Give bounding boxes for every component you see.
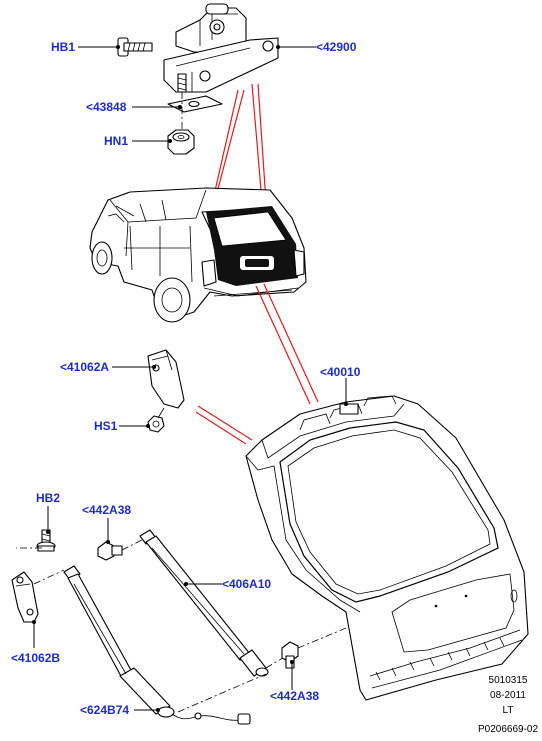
label-624b74[interactable]: <624B74 — [80, 703, 129, 717]
label-406a10[interactable]: <406A10 — [222, 577, 271, 591]
bolt-442a38-top — [97, 541, 123, 561]
bolt-hb2 — [36, 529, 56, 552]
label-hb1[interactable]: HB1 — [51, 40, 75, 54]
drawing-region-code: LT — [503, 705, 514, 716]
label-41062a[interactable]: <41062A — [60, 360, 109, 374]
drawing-reference-block: 5010315 08-2011 LT P0206669-02 — [478, 675, 538, 735]
tailgate-40010 — [245, 395, 529, 701]
label-442a38-top[interactable]: <442A38 — [82, 503, 131, 517]
drawing-date: 08-2011 — [490, 690, 526, 701]
drawing-reference: P0206669-02 — [478, 724, 538, 735]
strut-624b74 — [63, 565, 251, 725]
hinge-assembly — [117, 3, 279, 155]
label-42900[interactable]: <42900 — [316, 40, 357, 54]
label-43848[interactable]: <43848 — [86, 100, 127, 114]
label-hs1[interactable]: HS1 — [94, 419, 118, 433]
label-hn1[interactable]: HN1 — [104, 134, 128, 148]
bolt-hb1 — [117, 37, 153, 57]
nut-hn1 — [167, 129, 195, 155]
bracket-41062a — [147, 349, 185, 409]
label-hb2[interactable]: HB2 — [36, 491, 60, 505]
drawing-number: 5010315 — [489, 675, 528, 686]
label-41062b[interactable]: <41062B — [11, 651, 60, 665]
label-442a38-bottom[interactable]: <442A38 — [270, 689, 319, 703]
strut-406a10 — [139, 529, 269, 677]
gasket-43848 — [167, 95, 223, 113]
label-40010[interactable]: <40010 — [320, 365, 361, 379]
bracket-41062b — [11, 571, 39, 623]
screw-hs1 — [147, 407, 165, 433]
bolt-442a38-bottom — [281, 641, 299, 669]
vehicle-rear-view — [89, 187, 307, 323]
leader-lines — [32, 45, 348, 712]
